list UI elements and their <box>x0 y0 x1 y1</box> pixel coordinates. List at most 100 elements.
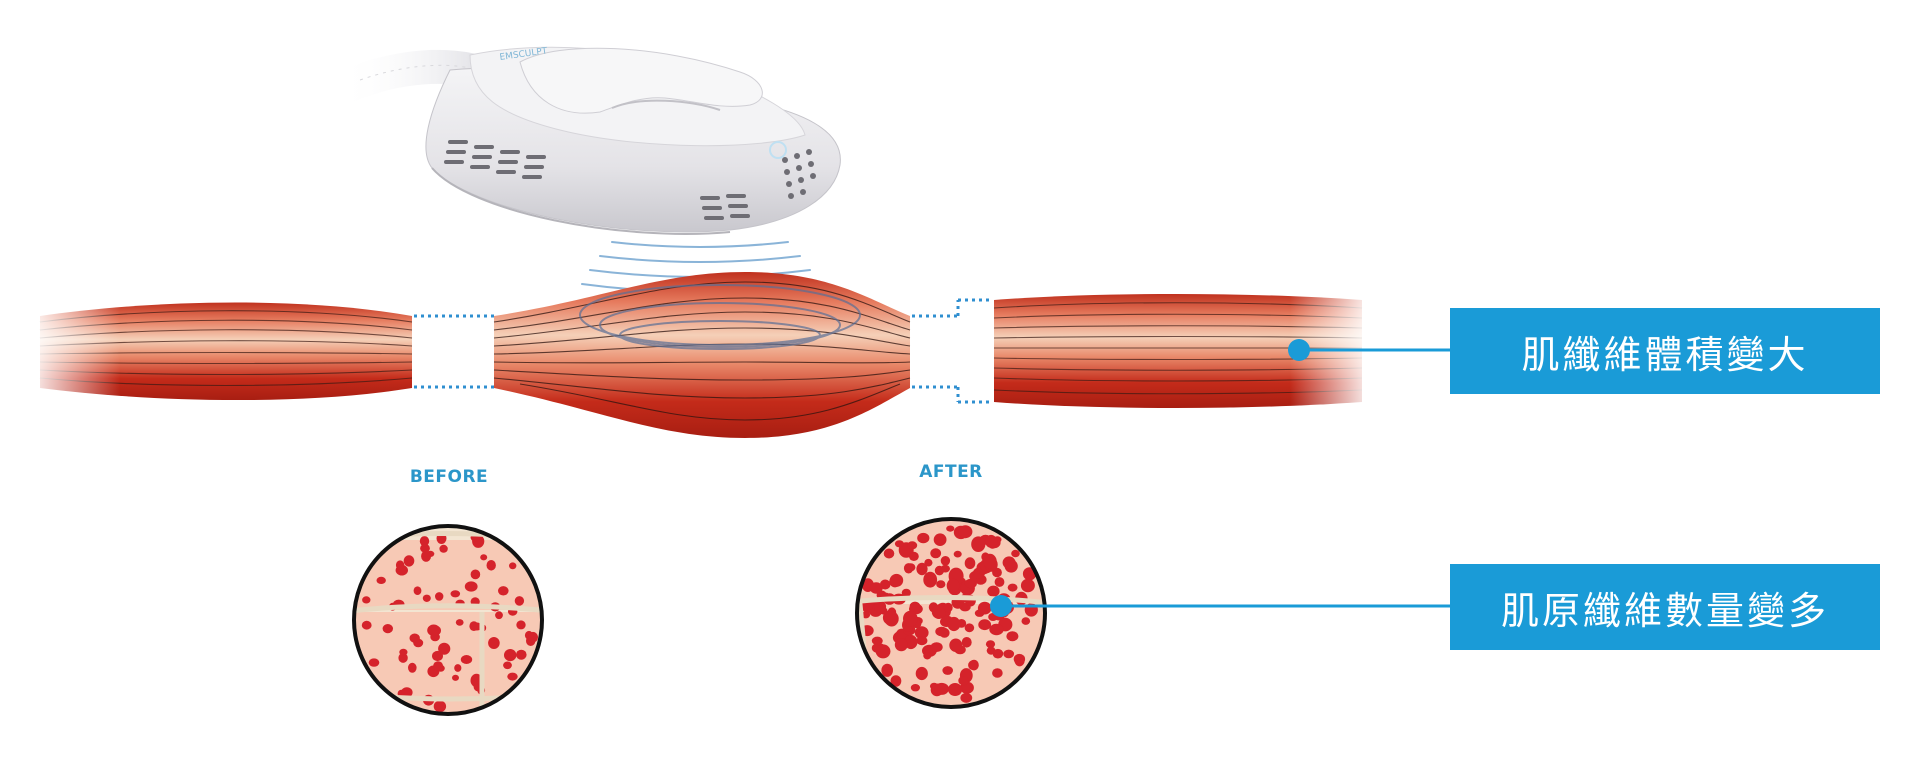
myofibril-dot <box>960 692 973 703</box>
myofibril-dot <box>894 638 908 652</box>
myofibril-dot <box>1013 653 1026 665</box>
myofibril-dot <box>452 674 459 681</box>
myofibril-dot <box>486 560 496 571</box>
myofibril-dot <box>503 661 512 670</box>
myofibril-dot <box>420 543 430 553</box>
muscle-before-icon <box>39 296 413 408</box>
myofibril-dot <box>978 619 992 631</box>
cross-section-after-icon <box>855 517 1047 709</box>
myofibril-dot <box>989 623 1004 636</box>
myofibril-dot <box>432 650 443 662</box>
myofibril-dot <box>1006 631 1019 642</box>
myofibril-dot <box>940 556 951 566</box>
myofibril-dot <box>914 626 929 640</box>
callout-myofibril-count: 肌原纖維數量變多 <box>1450 564 1880 650</box>
myofibril-dot <box>504 649 517 662</box>
myofibril-dot <box>433 661 444 671</box>
muscle-stimulated-icon <box>493 272 911 438</box>
myofibril-dot <box>869 582 883 594</box>
myofibril-dot <box>971 536 986 552</box>
myofibril-dot <box>382 624 393 634</box>
myofibril-dot <box>936 580 946 589</box>
myofibril-dot <box>438 642 451 655</box>
myofibril-dot <box>488 637 500 649</box>
myofibril-dot <box>881 663 893 677</box>
myofibril-dot <box>964 557 976 570</box>
myofibril-dot <box>362 596 371 604</box>
myofibril-dot <box>1002 556 1016 569</box>
myofibril-dot <box>916 562 928 576</box>
myofibril-dot <box>401 687 413 698</box>
myofibril-dot <box>1020 578 1035 593</box>
myofibril-dot <box>454 664 462 672</box>
myofibril-dot <box>1021 617 1031 625</box>
gap-outline-before <box>414 314 494 389</box>
myofibril-dot <box>460 655 473 664</box>
myofibril-dot <box>368 658 380 667</box>
after-label: AFTER <box>919 462 983 482</box>
myofibril-dot <box>884 611 899 627</box>
myofibril-dot <box>934 682 949 695</box>
myofibril-dot <box>949 638 963 652</box>
myofibril-dot <box>910 684 921 692</box>
callout-fiber-volume-text: 肌纖維體積變大 <box>1521 332 1809 377</box>
myofibril-dot <box>498 586 509 596</box>
connector-fiber-volume <box>1288 339 1452 361</box>
myofibril-dot <box>507 672 518 681</box>
myofibril-dot <box>924 558 933 567</box>
myofibril-dot <box>907 541 918 550</box>
myofibril-dot <box>903 610 918 627</box>
myofibril-dot <box>961 637 972 648</box>
myofibril-dot <box>958 525 973 539</box>
myofibril-dot <box>883 548 895 559</box>
myofibril-dot <box>923 652 932 660</box>
myofibril-dot <box>992 648 1004 659</box>
myofibril-dot <box>948 683 963 696</box>
myofibril-dot <box>409 633 420 643</box>
myofibril-dot <box>964 623 975 633</box>
myofibril-dot <box>509 562 517 570</box>
myofibril-dot <box>889 573 904 587</box>
myofibril-dot <box>977 601 992 615</box>
myofibril-dot <box>433 700 447 713</box>
myofibril-dot <box>429 625 441 636</box>
cross-section-before-icon <box>352 524 544 716</box>
myofibril-dot <box>435 592 444 601</box>
myofibril-dot <box>398 652 408 663</box>
myofibril-dot <box>470 569 481 580</box>
myofibril-dot <box>985 534 998 548</box>
gap-outline-after <box>912 298 992 404</box>
myofibril-dot <box>516 649 527 660</box>
myofibril-dot <box>516 620 526 630</box>
myofibril-dot <box>903 563 914 574</box>
myofibril-dot <box>1003 649 1015 659</box>
myofibril-dot <box>1007 583 1018 592</box>
device-icon <box>323 46 841 235</box>
myofibril-dot <box>422 594 431 602</box>
myofibril-dot <box>875 644 891 659</box>
myofibril-dot <box>916 636 928 646</box>
myofibril-dot <box>871 636 883 645</box>
myofibril-dot <box>942 666 953 675</box>
myofibril-dot <box>439 544 448 553</box>
myofibril-dot <box>947 616 961 632</box>
myofibril-dot <box>946 578 960 593</box>
myofibril-dot <box>985 640 996 648</box>
myofibril-dot <box>930 548 942 559</box>
myofibril-dot <box>395 560 405 570</box>
before-label: BEFORE <box>409 467 489 487</box>
myofibril-dot <box>915 666 928 681</box>
myofibril-dot <box>455 619 464 626</box>
myofibril-dot <box>983 553 997 569</box>
myofibril-dot <box>399 648 408 656</box>
myofibril-dot <box>994 577 1005 587</box>
myofibril-dot <box>901 588 911 597</box>
myofibril-dot <box>376 576 386 585</box>
myofibril-dot <box>940 564 950 573</box>
myofibril-dot <box>361 620 372 630</box>
myofibril-dot <box>421 550 432 562</box>
myofibril-dot <box>514 596 525 606</box>
myofibril-dot <box>419 536 430 547</box>
myofibril-dot <box>469 621 479 631</box>
